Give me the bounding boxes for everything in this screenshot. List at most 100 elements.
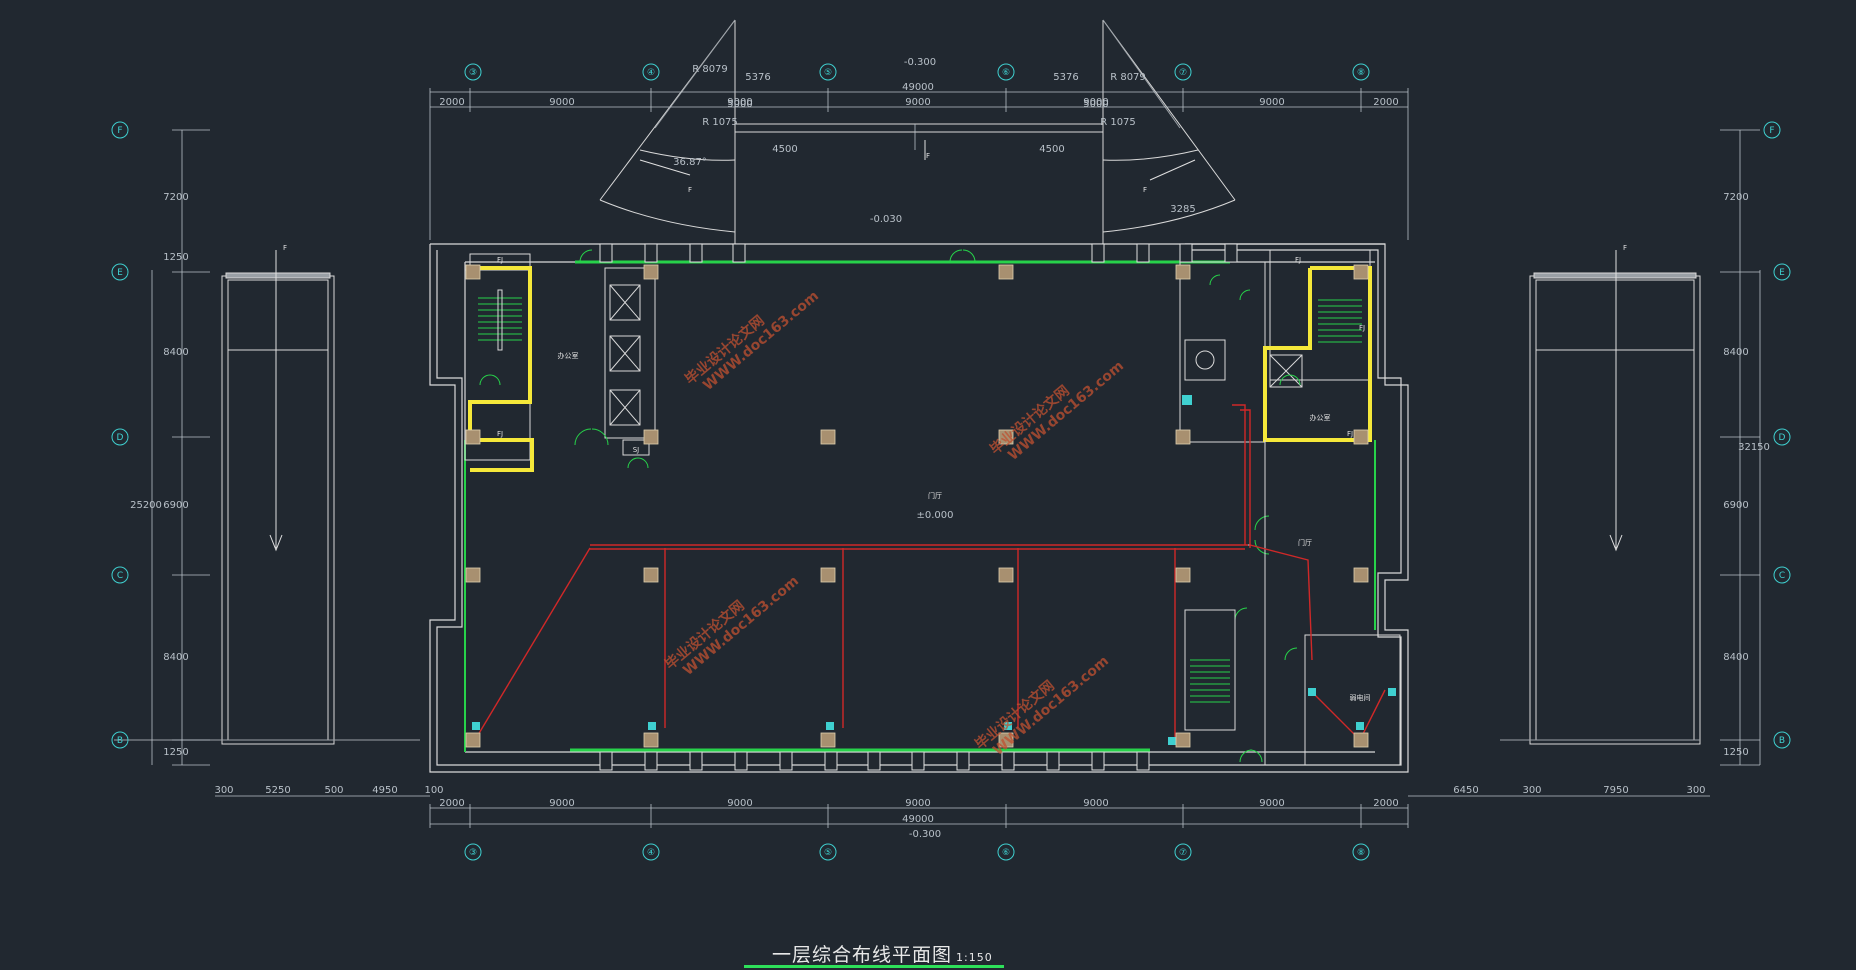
- dim-entry-2: 4500: [1039, 144, 1064, 155]
- dim-right-3: 8400: [1723, 652, 1748, 663]
- drawing-scale: 1:150: [956, 951, 993, 964]
- watermark-2-line2: WWW.doc163.com: [1005, 358, 1127, 464]
- label-fj-1: FJ: [1295, 256, 1301, 264]
- dim-bl-3: 4950: [372, 785, 397, 796]
- dim-left-3: 6900: [163, 500, 188, 511]
- axis-top-5: ⑤: [824, 68, 832, 78]
- dim-right-2: 6900: [1723, 500, 1748, 511]
- left-ramp: [114, 250, 420, 745]
- label-f-3: F: [688, 186, 692, 194]
- dim-bot-seg-4: 9000: [1083, 798, 1108, 809]
- dim-right-0: 7200: [1723, 192, 1748, 203]
- axis-top-6: ⑥: [1002, 68, 1010, 78]
- building-outline: [429, 243, 1409, 773]
- room-left-office: 办公室: [558, 351, 579, 360]
- dim-top-seg-6: 2000: [1373, 97, 1398, 108]
- watermark-3-line2: WWW.doc163.com: [680, 573, 802, 679]
- right-ramp: [1500, 250, 1701, 745]
- dim-radius-2: R 1075: [702, 117, 738, 128]
- right-core: [1179, 249, 1401, 766]
- axis-bot-4: ④: [647, 848, 655, 858]
- dim-bot-seg-3: 9000: [905, 798, 930, 809]
- dim-br-3: 300: [1686, 785, 1705, 796]
- dim-right-4: 1250: [1723, 747, 1748, 758]
- dim-br-2: 7950: [1603, 785, 1628, 796]
- dim-left-0: 7200: [163, 192, 188, 203]
- label-f-0: F: [283, 244, 287, 252]
- dim-top-seg-5: 9000: [1259, 97, 1284, 108]
- glazing-lines: [464, 260, 1376, 752]
- dim-bot-overall: 49000: [902, 814, 934, 825]
- dim-bl-0: 300: [214, 785, 233, 796]
- dim-top-overall: 49000: [902, 82, 934, 93]
- drawing-title-text: 一层综合布线平面图: [772, 944, 953, 966]
- dim-bl-4: 100: [424, 785, 443, 796]
- dim-bot-seg-6: 2000: [1373, 798, 1398, 809]
- entrance-canopy: [599, 19, 1236, 245]
- axis-top-3: ③: [469, 68, 477, 78]
- data-outlets: [472, 688, 1396, 745]
- label-fj-2: FJ: [497, 430, 503, 438]
- dim-radius-3: R 1075: [1100, 117, 1136, 128]
- structural-columns: [465, 264, 1369, 748]
- label-sj: SJ: [633, 446, 640, 454]
- watermark-4-line2: WWW.doc163.com: [990, 653, 1112, 759]
- dim-entry-1: 4500: [772, 144, 797, 155]
- dim-top-seg-3: 9000: [905, 97, 930, 108]
- dim-top-seg-0: 2000: [439, 97, 464, 108]
- axis-right-F: F: [1769, 126, 1774, 136]
- dim-left-5: 1250: [163, 747, 188, 758]
- level-hall: ±0.000: [916, 510, 953, 521]
- facade-piers: [599, 243, 1238, 771]
- dim-bot-seg-2: 9000: [727, 798, 752, 809]
- dim-left-4: 8400: [163, 652, 188, 663]
- dim-br-1: 300: [1522, 785, 1541, 796]
- cable-routes: [474, 404, 1386, 742]
- dim-left-overall: 25200: [130, 500, 162, 511]
- dimension-lines: [151, 88, 1761, 828]
- axis-bot-5: ⑤: [824, 848, 832, 858]
- level-canopy: -0.030: [870, 214, 902, 225]
- axis-left-E: E: [117, 268, 123, 278]
- dim-entry-3: 5000: [1083, 99, 1108, 110]
- dim-angle: 36.87°: [673, 157, 707, 168]
- room-hall-label: 门厅: [928, 491, 942, 500]
- level-top: -0.300: [904, 57, 936, 68]
- label-f-1: F: [1623, 244, 1627, 252]
- dim-depth-0: 5376: [745, 72, 770, 83]
- dim-radius-1: R 8079: [1110, 72, 1146, 83]
- axis-right-D: D: [1779, 433, 1786, 443]
- dim-bot-seg-5: 9000: [1259, 798, 1284, 809]
- title-underline: [744, 965, 1004, 968]
- axis-right-C: C: [1779, 571, 1785, 581]
- watermark-1-line2: WWW.doc163.com: [700, 288, 822, 394]
- axis-right-E: E: [1779, 268, 1785, 278]
- axis-left-F: F: [117, 126, 122, 136]
- dim-depth-1: 5376: [1053, 72, 1078, 83]
- dim-top-seg-2: 9000: [727, 97, 752, 108]
- dim-bl-2: 500: [324, 785, 343, 796]
- room-electric: 弱电间: [1350, 693, 1371, 702]
- axis-left-C: C: [117, 571, 123, 581]
- grid-bubbles: [111, 63, 1791, 861]
- dim-top-seg-4: 9000: [1083, 97, 1108, 108]
- dim-bl-1: 5250: [265, 785, 290, 796]
- axis-bot-6: ⑥: [1002, 848, 1010, 858]
- label-f-2: F: [926, 152, 930, 160]
- dim-left-2: 8400: [163, 347, 188, 358]
- dim-bot-seg-1: 9000: [549, 798, 574, 809]
- dim-br-0: 6450: [1453, 785, 1478, 796]
- room-right-office: 办公室: [1310, 413, 1331, 422]
- left-stair-core: [464, 249, 976, 472]
- dim-right-1: 8400: [1723, 347, 1748, 358]
- dim-radius-0: R 8079: [692, 64, 728, 75]
- label-fj-3: FJ: [1347, 430, 1353, 438]
- label-fj-4: FJ: [1359, 324, 1365, 332]
- room-right-hall: 门厅: [1298, 538, 1312, 547]
- axis-top-8: ⑧: [1357, 68, 1365, 78]
- label-fj-0: FJ: [497, 256, 503, 264]
- level-bottom: -0.300: [909, 829, 941, 840]
- axis-bot-7: ⑦: [1179, 848, 1187, 858]
- axis-bot-3: ③: [469, 848, 477, 858]
